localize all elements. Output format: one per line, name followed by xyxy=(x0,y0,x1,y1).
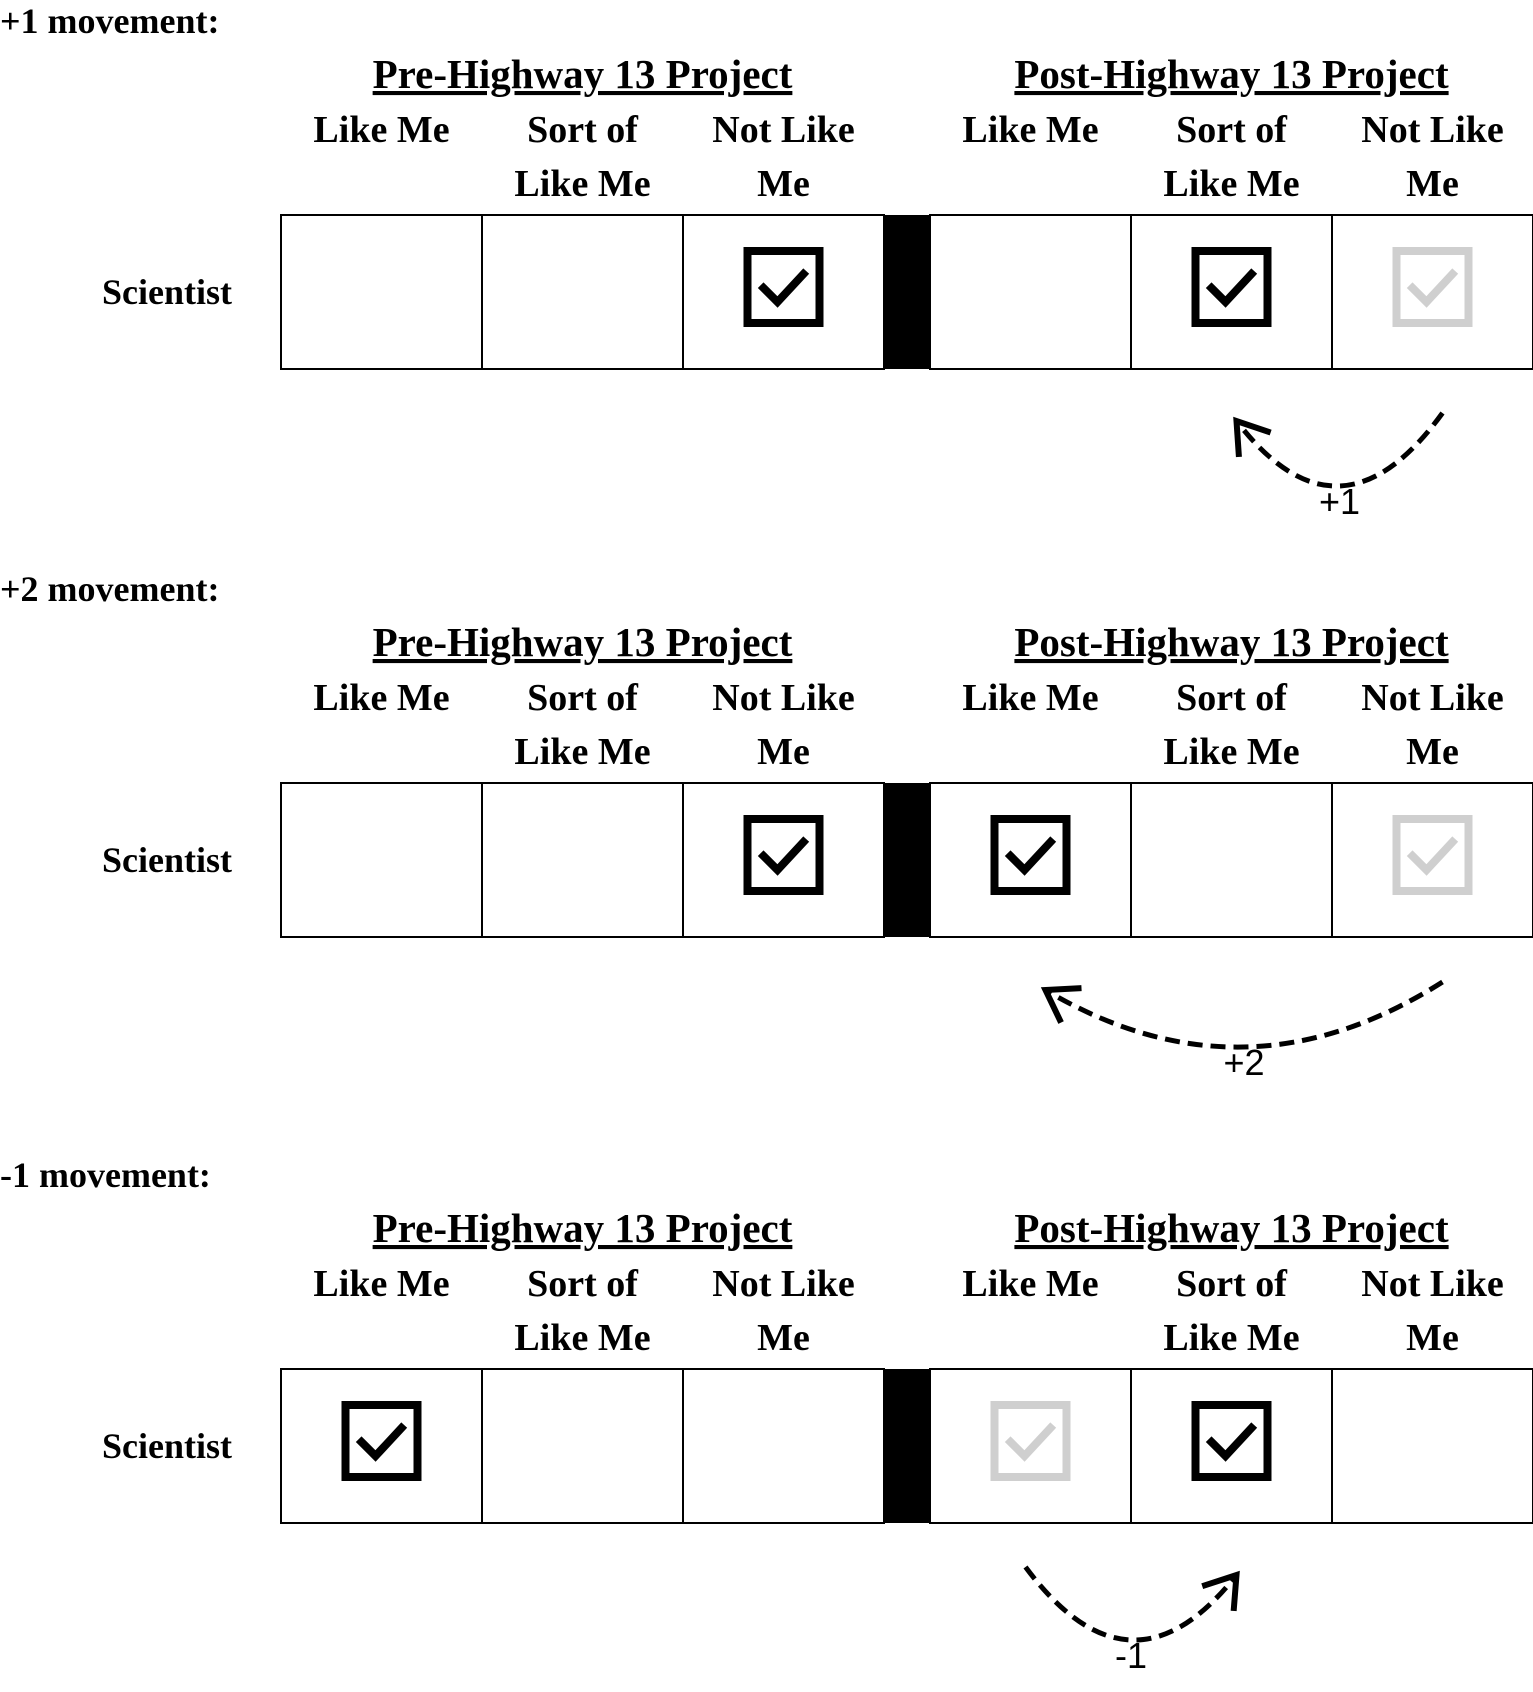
pre-post-divider xyxy=(884,215,930,369)
movement-arc xyxy=(1044,979,1444,1050)
checkbox-checked-icon xyxy=(990,815,1071,895)
column-header: Like Me xyxy=(962,1263,1098,1305)
checkbox-checked-icon xyxy=(743,815,824,895)
column-header-line2: Like Me xyxy=(1163,731,1299,773)
column-header-line2: Like Me xyxy=(514,731,650,773)
column-header-line2: Like Me xyxy=(1163,1317,1299,1359)
movement-panel: -1 movement: Pre-Highway 13 Project Post-H… xyxy=(0,1155,1533,1676)
column-header: Like Me xyxy=(962,677,1098,719)
pre-cell xyxy=(280,214,483,370)
column-header-line2: Me xyxy=(757,163,810,205)
post-cell xyxy=(1331,214,1533,370)
column-header: Not Like xyxy=(712,677,855,719)
column-header: Sort of xyxy=(527,1263,639,1305)
post-cell xyxy=(929,214,1132,370)
column-header-line2: Me xyxy=(1406,731,1459,773)
column-header-line2: Me xyxy=(1406,163,1459,205)
section-title: -1 movement: xyxy=(0,1155,211,1195)
pre-cell xyxy=(682,1368,885,1524)
column-header: Sort of xyxy=(1176,1263,1288,1305)
pre-cell xyxy=(481,782,684,938)
movement-arrow: +2 xyxy=(1040,979,1444,1083)
checkbox-checked-icon xyxy=(1191,1401,1272,1481)
row-label: Scientist xyxy=(102,840,232,880)
group-title-pre: Pre-Highway 13 Project xyxy=(373,619,793,665)
checkbox-previous-icon xyxy=(1392,247,1473,327)
movement-value: +1 xyxy=(1319,481,1360,522)
section-title: +2 movement: xyxy=(0,569,219,609)
checkbox-checked-icon xyxy=(341,1401,422,1481)
movement-value: +2 xyxy=(1223,1042,1264,1083)
column-header: Sort of xyxy=(527,677,639,719)
post-cell xyxy=(1331,782,1533,938)
column-header-line2: Like Me xyxy=(514,1317,650,1359)
movement-arrow: +1 xyxy=(1233,411,1445,522)
pre-post-divider xyxy=(884,1369,930,1523)
column-header: Sort of xyxy=(1176,109,1288,151)
group-title-pre: Pre-Highway 13 Project xyxy=(373,1205,793,1251)
pre-post-divider xyxy=(884,783,930,937)
column-header: Like Me xyxy=(313,1263,449,1305)
column-header: Sort of xyxy=(1176,677,1288,719)
movement-arc xyxy=(1023,1565,1239,1643)
movement-panel: +2 movement: Pre-Highway 13 Project Post-H… xyxy=(0,569,1533,1083)
column-header-line2: Me xyxy=(1406,1317,1459,1359)
column-header-line2: Like Me xyxy=(514,163,650,205)
column-header-line2: Me xyxy=(757,1317,810,1359)
movement-panel: +1 movement: Pre-Highway 13 Project Post-H… xyxy=(0,1,1533,522)
pre-cell xyxy=(280,782,483,938)
row-label: Scientist xyxy=(102,1426,232,1466)
column-header: Not Like xyxy=(1361,109,1504,151)
post-cell xyxy=(1331,1368,1533,1524)
movement-arrow: -1 xyxy=(1023,1565,1240,1676)
group-title-pre: Pre-Highway 13 Project xyxy=(373,51,793,97)
arrowhead-icon xyxy=(1040,985,1082,1024)
column-header: Not Like xyxy=(1361,1263,1504,1305)
checkbox-previous-icon xyxy=(990,1401,1071,1481)
pre-cell xyxy=(481,1368,684,1524)
movement-value: -1 xyxy=(1115,1635,1147,1676)
pre-cell xyxy=(481,214,684,370)
column-header: Not Like xyxy=(712,109,855,151)
section-title: +1 movement: xyxy=(0,1,219,41)
movement-arc xyxy=(1234,411,1445,489)
column-header: Like Me xyxy=(313,109,449,151)
arrowhead-icon xyxy=(1201,1570,1240,1612)
column-header: Not Like xyxy=(1361,677,1504,719)
column-header: Sort of xyxy=(527,109,639,151)
row-label: Scientist xyxy=(102,272,232,312)
column-header-line2: Me xyxy=(757,731,810,773)
checkbox-checked-icon xyxy=(743,247,824,327)
group-title-post: Post-Highway 13 Project xyxy=(1014,1205,1449,1251)
column-header: Not Like xyxy=(712,1263,855,1305)
checkbox-checked-icon xyxy=(1191,247,1272,327)
column-header: Like Me xyxy=(962,109,1098,151)
arrowhead-icon xyxy=(1233,416,1272,458)
checkbox-previous-icon xyxy=(1392,815,1473,895)
group-title-post: Post-Highway 13 Project xyxy=(1014,619,1449,665)
post-cell xyxy=(1130,782,1333,938)
column-header: Like Me xyxy=(313,677,449,719)
group-title-post: Post-Highway 13 Project xyxy=(1014,51,1449,97)
column-header-line2: Like Me xyxy=(1163,163,1299,205)
